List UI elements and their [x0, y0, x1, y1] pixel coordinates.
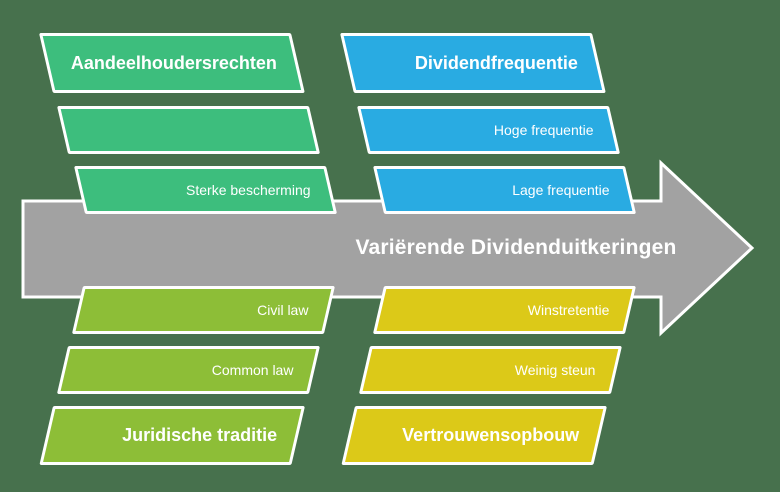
shape-label: Sterke bescherming [186, 182, 311, 198]
shape-winstretentie: Winstretentie [372, 286, 636, 334]
shape-label: Winstretentie [527, 302, 610, 318]
shape-label: Dividendfrequentie [414, 52, 578, 73]
shape-dividendfrequentie: Dividendfrequentie [340, 33, 606, 93]
shape-sterke-bescherming: Sterke bescherming [74, 166, 338, 214]
shape-label: Aandeelhoudersrechten [70, 52, 277, 73]
shape-label [66, 109, 312, 151]
shape-common-law: Common law [56, 346, 320, 394]
shape-label: Hoge frequentie [493, 122, 594, 138]
shape-label: Civil law [257, 302, 309, 318]
shape-label: Juridische traditie [122, 425, 278, 445]
shape-empty-green [57, 106, 321, 154]
shape-lage-frequentie: Lage frequentie [373, 166, 637, 214]
shape-juridische-traditie: Juridische traditie [39, 406, 305, 465]
shape-civil-law: Civil law [71, 286, 335, 334]
shape-weinig-steun: Weinig steun [358, 346, 622, 394]
shape-label: Lage frequentie [512, 182, 610, 198]
shape-hoge-frequentie: Hoge frequentie [357, 106, 621, 154]
shape-label: Vertrouwensopbouw [402, 425, 580, 445]
shape-aandeelhoudersrechten: Aandeelhoudersrechten [39, 33, 305, 93]
shape-vertrouwensopbouw: Vertrouwensopbouw [341, 406, 607, 465]
shape-label: Common law [211, 362, 294, 378]
arrow-title: Variërende Dividenduitkeringen [355, 236, 677, 259]
shape-label: Weinig steun [514, 362, 596, 378]
